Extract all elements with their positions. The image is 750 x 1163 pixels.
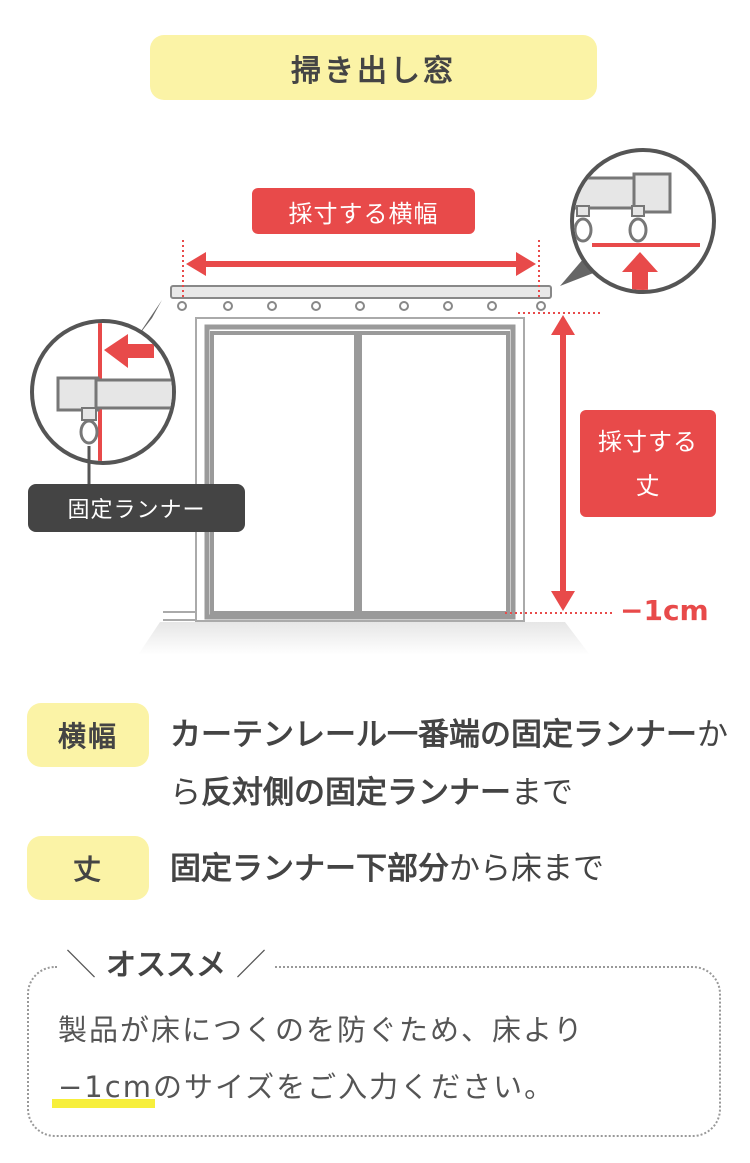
def-width-part1: カーテンレール一番端の固定ランナー bbox=[170, 717, 697, 753]
window-diagram bbox=[30, 148, 716, 655]
width-arrow bbox=[182, 240, 540, 300]
tag-width: 横幅 bbox=[27, 703, 149, 767]
recommend-line2-rest: のサイズをご入力ください。 bbox=[152, 1070, 556, 1104]
height-label-line2: 丈 bbox=[635, 471, 661, 500]
recommend-line1: 製品が床につくのを防ぐため、床より bbox=[58, 1013, 585, 1047]
recommend-box bbox=[27, 966, 721, 1137]
height-arrow bbox=[505, 312, 612, 614]
width-label: 採寸する横幅 bbox=[252, 188, 475, 234]
recommend-highlight: −1cm bbox=[52, 1059, 155, 1116]
def-height-part2: から床まで bbox=[449, 851, 604, 887]
height-label-line1: 採寸する bbox=[598, 427, 698, 456]
page-title: 掃き出し窓 bbox=[150, 35, 597, 100]
def-width-part4: まで bbox=[511, 775, 573, 811]
recommend-line2: −1cmのサイズをご入力ください。 bbox=[52, 1059, 584, 1116]
minus-one-cm-label: −1cm bbox=[620, 594, 709, 627]
definition-width-text: カーテンレール一番端の固定ランナーから反対側の固定ランナーまで bbox=[170, 706, 730, 822]
floor bbox=[138, 622, 590, 655]
recommend-title: ＼ オススメ ／ bbox=[58, 940, 274, 984]
slash-left-icon: ＼ bbox=[66, 948, 96, 983]
recommend-title-text: オススメ bbox=[106, 948, 226, 983]
tag-height: 丈 bbox=[27, 836, 149, 900]
def-width-part2: から bbox=[170, 717, 728, 811]
left-zoom-detail bbox=[30, 300, 176, 484]
recommend-text: 製品が床につくのを防ぐため、床より −1cmのサイズをご入力ください。 bbox=[52, 1002, 585, 1116]
def-width-part3: 反対側の固定ランナー bbox=[201, 775, 511, 811]
fixed-runner-label: 固定ランナー bbox=[28, 484, 245, 532]
def-height-part1: 固定ランナー下部分 bbox=[170, 851, 449, 887]
curtain-rail bbox=[170, 285, 552, 311]
definition-height-text: 固定ランナー下部分から床まで bbox=[170, 840, 730, 898]
height-label: 採寸する 丈 bbox=[580, 410, 716, 517]
window-frame bbox=[163, 317, 525, 622]
right-zoom-detail bbox=[560, 148, 716, 294]
slash-right-icon: ／ bbox=[236, 948, 266, 983]
